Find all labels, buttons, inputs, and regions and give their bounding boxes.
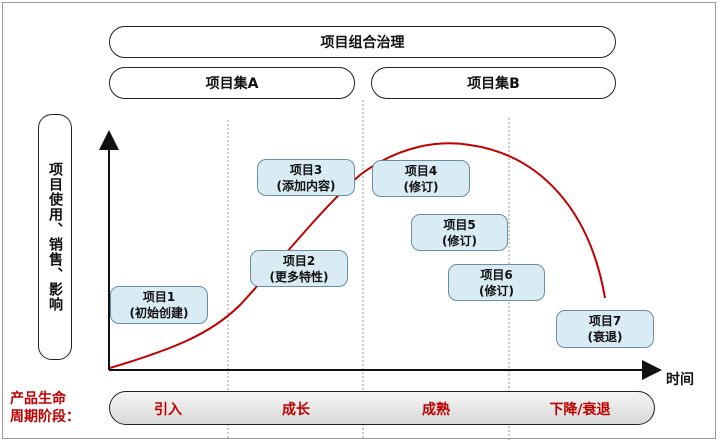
project-6-name: 项目6	[480, 267, 513, 282]
y-axis-label-pill: 项目使用、销售、影响	[38, 114, 72, 360]
project-2-name: 项目2	[282, 253, 316, 268]
project-1-name: 项目1	[142, 290, 176, 304]
project-7-name: 项目7	[588, 314, 622, 328]
project-1-note: (初始创建)	[129, 306, 189, 320]
lifecycle-stage-bar	[109, 391, 655, 425]
project-6-note: (修订)	[479, 283, 514, 298]
stage-maturity: 成熟	[422, 402, 450, 418]
lifecycle-curve	[109, 142, 606, 369]
project-7-note: (衰退)	[587, 330, 623, 344]
program-b-label: 项目集B	[467, 76, 520, 92]
program-a-label: 项目集A	[205, 76, 259, 92]
project-7-box: 项目7 (衰退)	[556, 310, 654, 348]
project-5-name: 项目5	[443, 217, 476, 232]
stage-decline: 下降/衰退	[549, 402, 611, 418]
stage-growth: 成长	[282, 402, 310, 418]
y-axis-label: 项目使用、销售、影响	[47, 162, 63, 312]
lifecycle-caption-line1: 产品生命	[10, 391, 66, 407]
diagram-frame	[2, 2, 716, 439]
project-5-note: (修订)	[442, 233, 477, 248]
project-6-box: 项目6 (修订)	[448, 264, 545, 301]
project-5-box: 项目5 (修订)	[411, 214, 508, 251]
project-3-name: 项目3	[289, 162, 323, 177]
project-4-name: 项目4	[404, 163, 438, 178]
project-1-box: 项目1 (初始创建)	[110, 286, 208, 324]
project-2-note: (更多特性)	[269, 269, 329, 284]
portfolio-governance-bar: 项目组合治理	[109, 26, 616, 58]
project-4-note: (修订)	[403, 179, 439, 194]
project-3-box: 项目3 (添加内容)	[257, 159, 355, 196]
project-2-box: 项目2 (更多特性)	[250, 250, 348, 287]
stage-introduction: 引入	[154, 402, 182, 418]
project-4-box: 项目4 (修订)	[372, 160, 470, 197]
lifecycle-caption-line2: 周期阶段：	[10, 409, 80, 425]
program-a-bar: 项目集A	[109, 67, 355, 99]
portfolio-governance-label: 项目组合治理	[320, 35, 405, 51]
program-b-bar: 项目集B	[371, 67, 616, 99]
project-3-note: (添加内容)	[276, 178, 336, 193]
x-axis-label: 时间	[666, 372, 694, 388]
